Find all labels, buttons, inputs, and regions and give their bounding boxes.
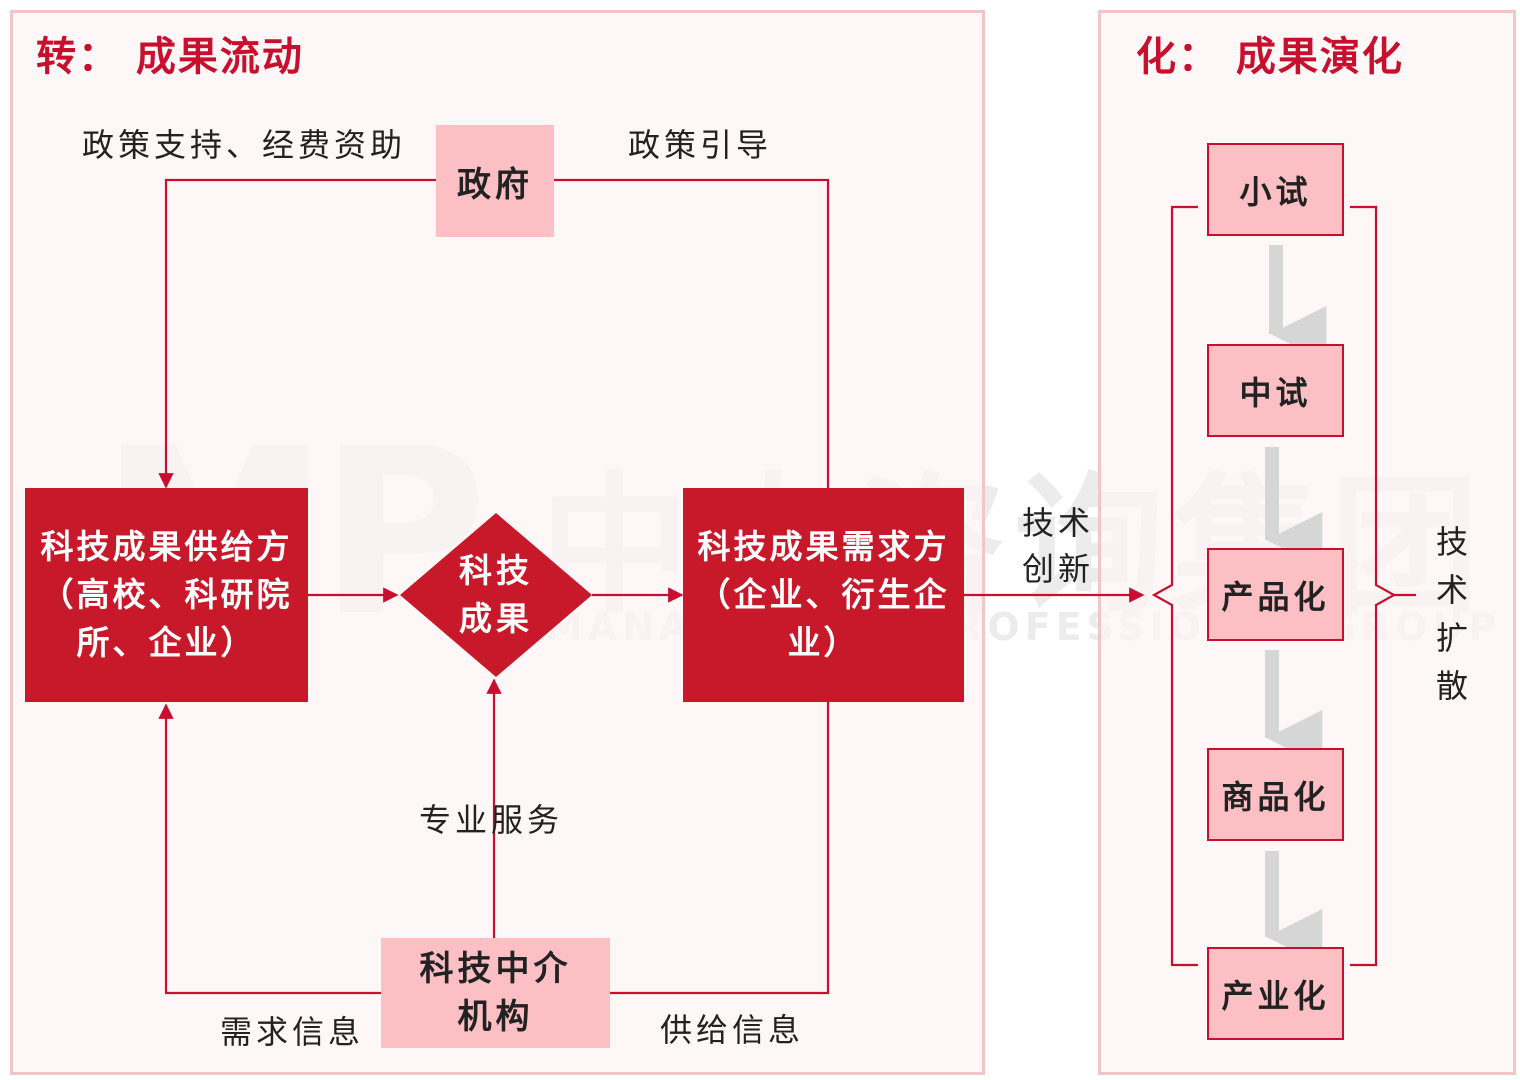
label-tech-innovation: 技术创新: [1021, 504, 1094, 588]
label-professional-service: 专业服务: [419, 801, 564, 839]
intermediary-box: 科技中介机构: [381, 938, 610, 1048]
label-supply-info: 供给信息: [660, 1011, 805, 1049]
right-panel-title: 化： 成果演化: [1136, 33, 1404, 80]
arrow-gov-to-demander: [553, 178, 836, 532]
stage-industrialization: 产业化: [1207, 947, 1344, 1040]
label-demand-info: 需求信息: [220, 1013, 365, 1051]
arrow-intermediary-to-demander: [610, 663, 836, 995]
arrow-intermediary-to-supplier: [158, 703, 381, 995]
stage-small-test: 小试: [1207, 143, 1344, 236]
stage-pilot-test: 中试: [1207, 344, 1344, 437]
label-tech-diffusion: 技术扩散: [1435, 523, 1468, 705]
stage-commercialization: 商品化: [1207, 748, 1344, 841]
arrow-gov-to-supplier: [158, 178, 437, 489]
stage-productization: 产品化: [1207, 548, 1344, 641]
supplier-box: 科技成果供给方（高校、科研院所、企业）: [25, 488, 308, 702]
left-panel-title: 转： 成果流动: [36, 33, 304, 80]
government-box: 政府: [436, 125, 554, 237]
left-bracket: [1151, 205, 1198, 967]
label-policy-support: 政策支持、经费资助: [82, 126, 407, 164]
label-policy-guide: 政策引导: [628, 126, 773, 164]
achievement-label: 科技成果: [459, 551, 533, 638]
demander-box: 科技成果需求方（企业、衍生企业）: [683, 488, 964, 702]
